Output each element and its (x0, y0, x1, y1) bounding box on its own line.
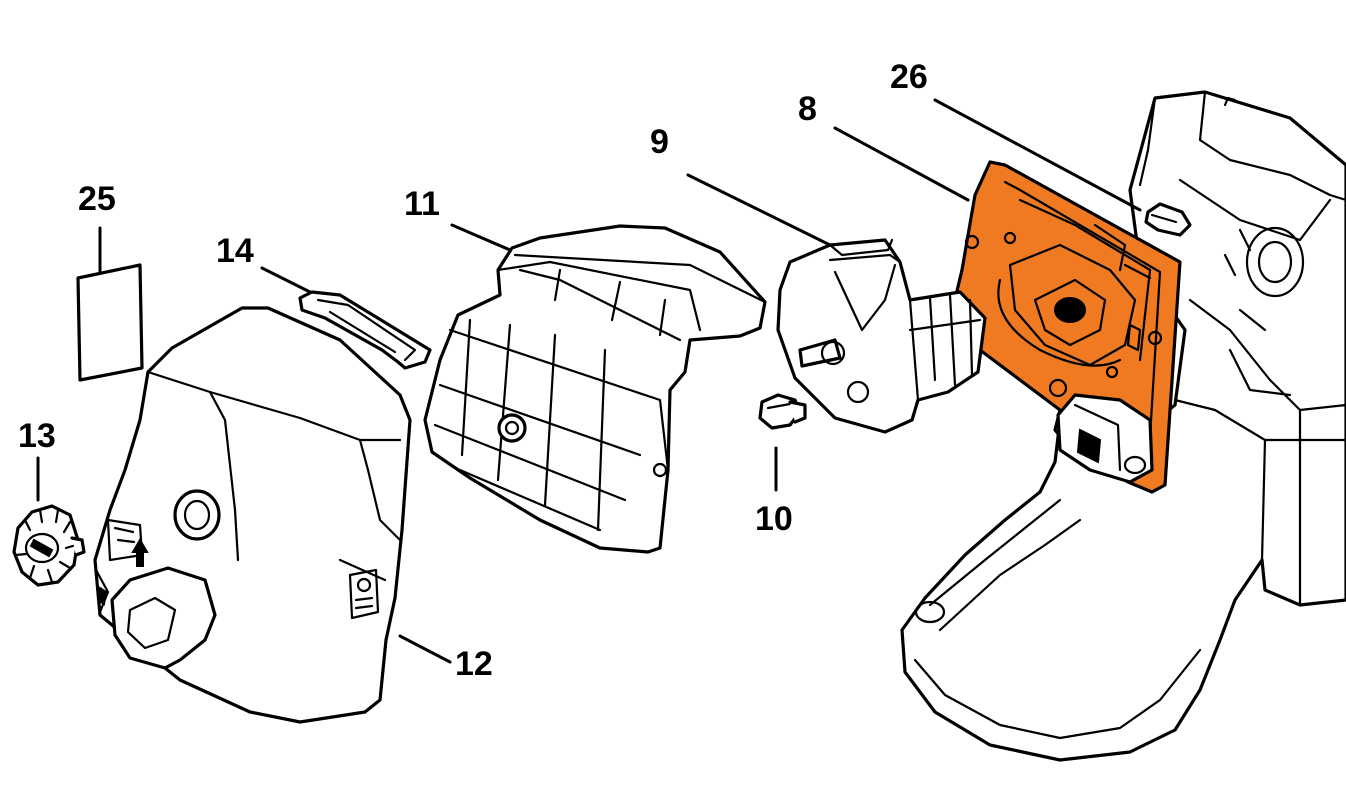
part-25-label[interactable] (76, 263, 144, 382)
leader-8 (833, 126, 970, 202)
leader-12 (398, 634, 452, 664)
callout-25: 25 (78, 180, 116, 218)
part-14-seal[interactable] (298, 290, 432, 370)
callout-13: 13 (18, 417, 56, 455)
leader-9 (686, 173, 832, 247)
leader-26 (933, 98, 1142, 212)
part-26-grommet[interactable] (1144, 202, 1192, 237)
callout-10: 10 (755, 500, 793, 538)
callout-11: 11 (404, 185, 440, 223)
leader-lines (36, 98, 1142, 664)
callout-8: 8 (798, 90, 817, 128)
part-10-screw[interactable] (758, 393, 807, 430)
callout-9: 9 (650, 123, 669, 161)
part-13-knob[interactable] (12, 504, 86, 587)
part-12-shroud[interactable] (93, 306, 412, 724)
callout-12: 12 (455, 645, 493, 683)
callout-26: 26 (890, 58, 928, 96)
part-11-air-filter[interactable] (423, 224, 767, 554)
callout-labels: 26 8 9 11 14 25 13 10 12 (18, 58, 928, 683)
part-8-carburetor-plate[interactable] (948, 160, 1182, 494)
leader-14 (260, 266, 312, 294)
part-9-filter-base[interactable] (776, 238, 987, 434)
callout-14: 14 (216, 232, 254, 270)
leader-11 (450, 223, 512, 252)
